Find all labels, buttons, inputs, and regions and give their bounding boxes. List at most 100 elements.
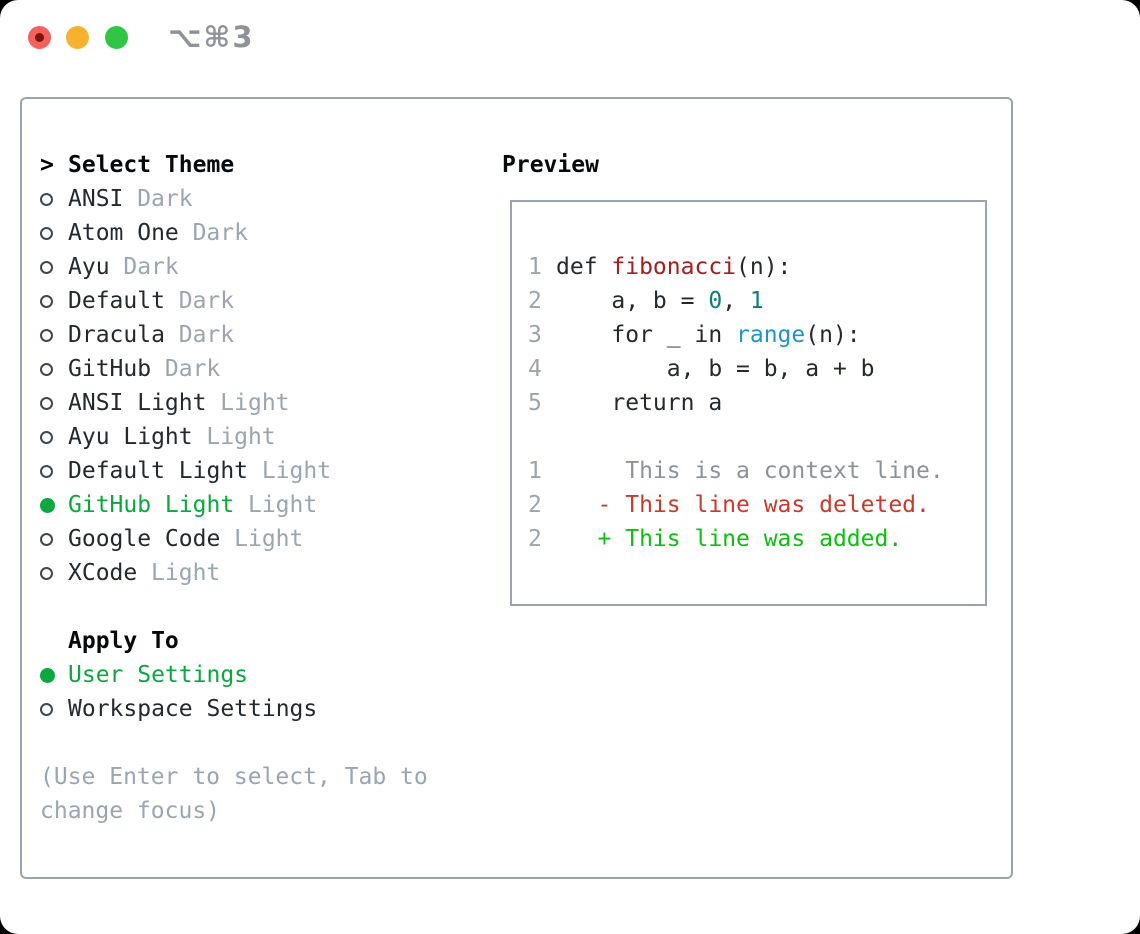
radio-column [40,260,68,274]
code-segment-fn: fibonacci [611,254,737,280]
theme-option-ayu[interactable]: Ayu Dark [40,250,428,284]
code-segment-num: 1 [749,288,764,314]
code-segment-text: (n): [805,322,861,348]
radio-unselected-icon [40,702,53,716]
code-content: for _ in range(n): [556,318,861,352]
theme-variant-label: Light [247,492,318,518]
window-shortcut-label: ⌥⌘3 [168,20,255,54]
radio-unselected-icon [40,430,53,444]
preview-code-line [528,420,985,454]
code-segment-text: return a [556,390,723,416]
apply-option-label: User Settings [68,662,249,688]
theme-variant-label: Dark [123,254,179,280]
radio-column [40,497,68,513]
help-text-line-2: change focus) [40,798,221,824]
code-content: a, b = 0, 1 [556,284,764,318]
apply-option-label: Workspace Settings [68,696,318,722]
radio-selected-icon [40,667,55,683]
radio-column [40,464,68,478]
preview-code-line: 3 for _ in range(n): [528,318,985,352]
close-button[interactable] [28,26,51,49]
line-number: 1 [528,458,542,484]
radio-column [40,294,68,308]
radio-unselected-icon [40,294,53,308]
preview-code-line: 1 This is a context line. [528,454,985,488]
preview-code-line: 2 + This line was added. [528,522,985,556]
preview-code-line: 2 - This line was deleted. [528,488,985,522]
theme-name: GitHub [68,356,152,382]
theme-variant-label: Light [234,526,304,552]
radio-column [40,226,68,240]
spacer-row [40,726,428,760]
theme-variant-label: Light [151,560,221,586]
line-number [528,420,556,454]
preview-code-line: 2 a, b = 0, 1 [528,284,985,318]
radio-column [40,328,68,342]
zoom-button[interactable] [105,26,128,49]
theme-name: Dracula [68,322,165,348]
theme-option-dracula[interactable]: Dracula Dark [40,318,428,352]
radio-selected-icon [40,497,55,513]
minimize-button[interactable] [66,26,89,49]
code-segment-text: (n): [736,254,792,280]
radio-column [40,667,68,683]
theme-variant-label: Dark [192,220,248,246]
theme-name: ANSI Light [68,390,207,416]
line-number: 5 [528,390,542,416]
code-content: - This line was deleted. [556,488,930,522]
preview-code-line: 4 a, b = b, a + b [528,352,985,386]
prompt-caret-icon: > [40,152,54,178]
code-segment-add: + This line was added. [556,526,903,552]
theme-name: XCode [68,560,138,586]
preview-header: Preview [502,152,599,178]
code-segment-num: 0 [708,288,723,314]
spacer-row [40,590,428,624]
theme-option-default-light[interactable]: Default Light Light [40,454,428,488]
theme-variant-label: Dark [178,322,235,348]
apply-option-user-settings[interactable]: User Settings [40,658,428,692]
radio-unselected-icon [40,396,53,410]
code-segment-del: - This line was deleted. [556,492,930,518]
code-segment-text: for _ in [556,322,737,348]
apply-option-workspace-settings[interactable]: Workspace Settings [40,692,428,726]
theme-name: Default Light [68,458,249,484]
line-number: 2 [528,288,542,314]
line-number: 2 [528,526,542,552]
theme-option-xcode[interactable]: XCode Light [40,556,428,590]
radio-column [40,532,68,546]
help-text-line-1: (Use Enter to select, Tab to [40,764,428,790]
radio-column [40,702,68,716]
line-number: 1 [528,254,542,280]
radio-unselected-icon [40,362,53,376]
radio-unselected-icon [40,192,53,206]
line-number: 3 [528,322,542,348]
code-content: a, b = b, a + b [556,352,875,386]
code-content: + This line was added. [556,522,903,556]
theme-variant-label: Light [261,458,332,484]
code-segment-call: range [736,322,806,348]
theme-variant-label: Dark [137,186,193,212]
close-button-dot-icon [35,33,44,42]
theme-variant-label: Dark [178,288,235,314]
theme-name: Ayu [68,254,110,280]
code-segment-text: a, b = [556,288,709,314]
radio-unselected-icon [40,566,53,580]
radio-unselected-icon [40,226,53,240]
theme-name: GitHub Light [68,492,235,518]
code-segment-text: def [556,254,612,280]
radio-unselected-icon [40,464,53,478]
theme-option-github-light[interactable]: GitHub Light Light [40,488,428,522]
code-content: def fibonacci(n): [556,250,791,284]
